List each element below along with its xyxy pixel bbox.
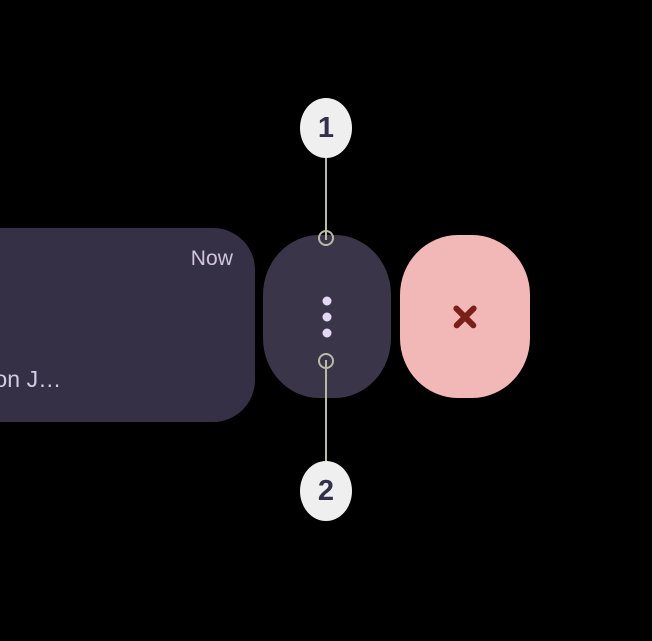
three-dots-vertical-icon xyxy=(322,296,332,337)
dot-2 xyxy=(322,312,332,321)
dot-1 xyxy=(322,296,332,305)
notification-body-line-2: nt is due on J… xyxy=(0,366,62,392)
annotation-marker-1: 1 xyxy=(300,98,352,158)
notification-body-line-1: der: Your xyxy=(0,325,170,361)
annotation-marker-2: 2 xyxy=(300,461,352,521)
dismiss-button[interactable] xyxy=(400,235,530,398)
notification-body: der: Your nt is due on J… xyxy=(0,325,170,397)
close-x-icon xyxy=(448,300,482,334)
leader-line-1 xyxy=(325,156,327,240)
anchor-point-2 xyxy=(318,353,334,369)
notification-card[interactable]: Now bank der: Your nt is due on J… xyxy=(0,228,255,422)
notification-timestamp: Now xyxy=(190,247,233,270)
more-options-button[interactable] xyxy=(263,235,391,398)
leader-line-2 xyxy=(325,360,327,464)
dot-3 xyxy=(322,328,332,337)
anchor-point-1 xyxy=(318,230,334,246)
